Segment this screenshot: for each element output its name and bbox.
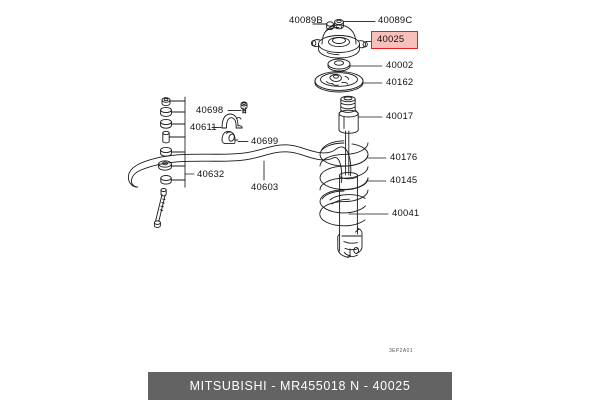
part-40611-bracket (221, 113, 243, 129)
label-40603: 40603 (251, 182, 279, 193)
label-40162: 40162 (386, 77, 414, 88)
label-40698: 40698 (196, 105, 224, 116)
label-40089b: 40089B (289, 15, 323, 26)
label-40145: 40145 (390, 175, 418, 186)
label-40041: 40041 (392, 208, 420, 219)
part-40176-coil-spring (319, 140, 369, 227)
part-40025-strut-mount (310, 24, 368, 59)
label-40632: 40632 (197, 169, 225, 180)
label-40025-highlighted[interactable]: 40025 (371, 31, 419, 49)
label-40002: 40002 (386, 60, 414, 71)
label-40699: 40699 (251, 136, 279, 147)
part-40699-bushing (221, 130, 239, 145)
label-40176: 40176 (390, 152, 418, 163)
part-40162-spring-seat (314, 71, 364, 93)
drawing-code: 3EP2A01 (389, 348, 413, 354)
part-40041-strut (329, 130, 366, 259)
part-40017-bump-stop (338, 95, 359, 134)
part-40603-stabilizer-bar (127, 144, 352, 188)
label-40017: 40017 (386, 111, 414, 122)
part-40002-washer (327, 58, 351, 72)
label-40611: 40611 (190, 122, 217, 133)
footer-bar: MITSUBISHI - MR455018 N - 40025 (148, 372, 452, 400)
footer-label: MITSUBISHI - MR455018 N - 40025 (189, 379, 411, 393)
part-40632-link-kit (153, 96, 186, 228)
label-40089c: 40089C (378, 15, 413, 26)
part-40698-bolt (240, 101, 248, 114)
